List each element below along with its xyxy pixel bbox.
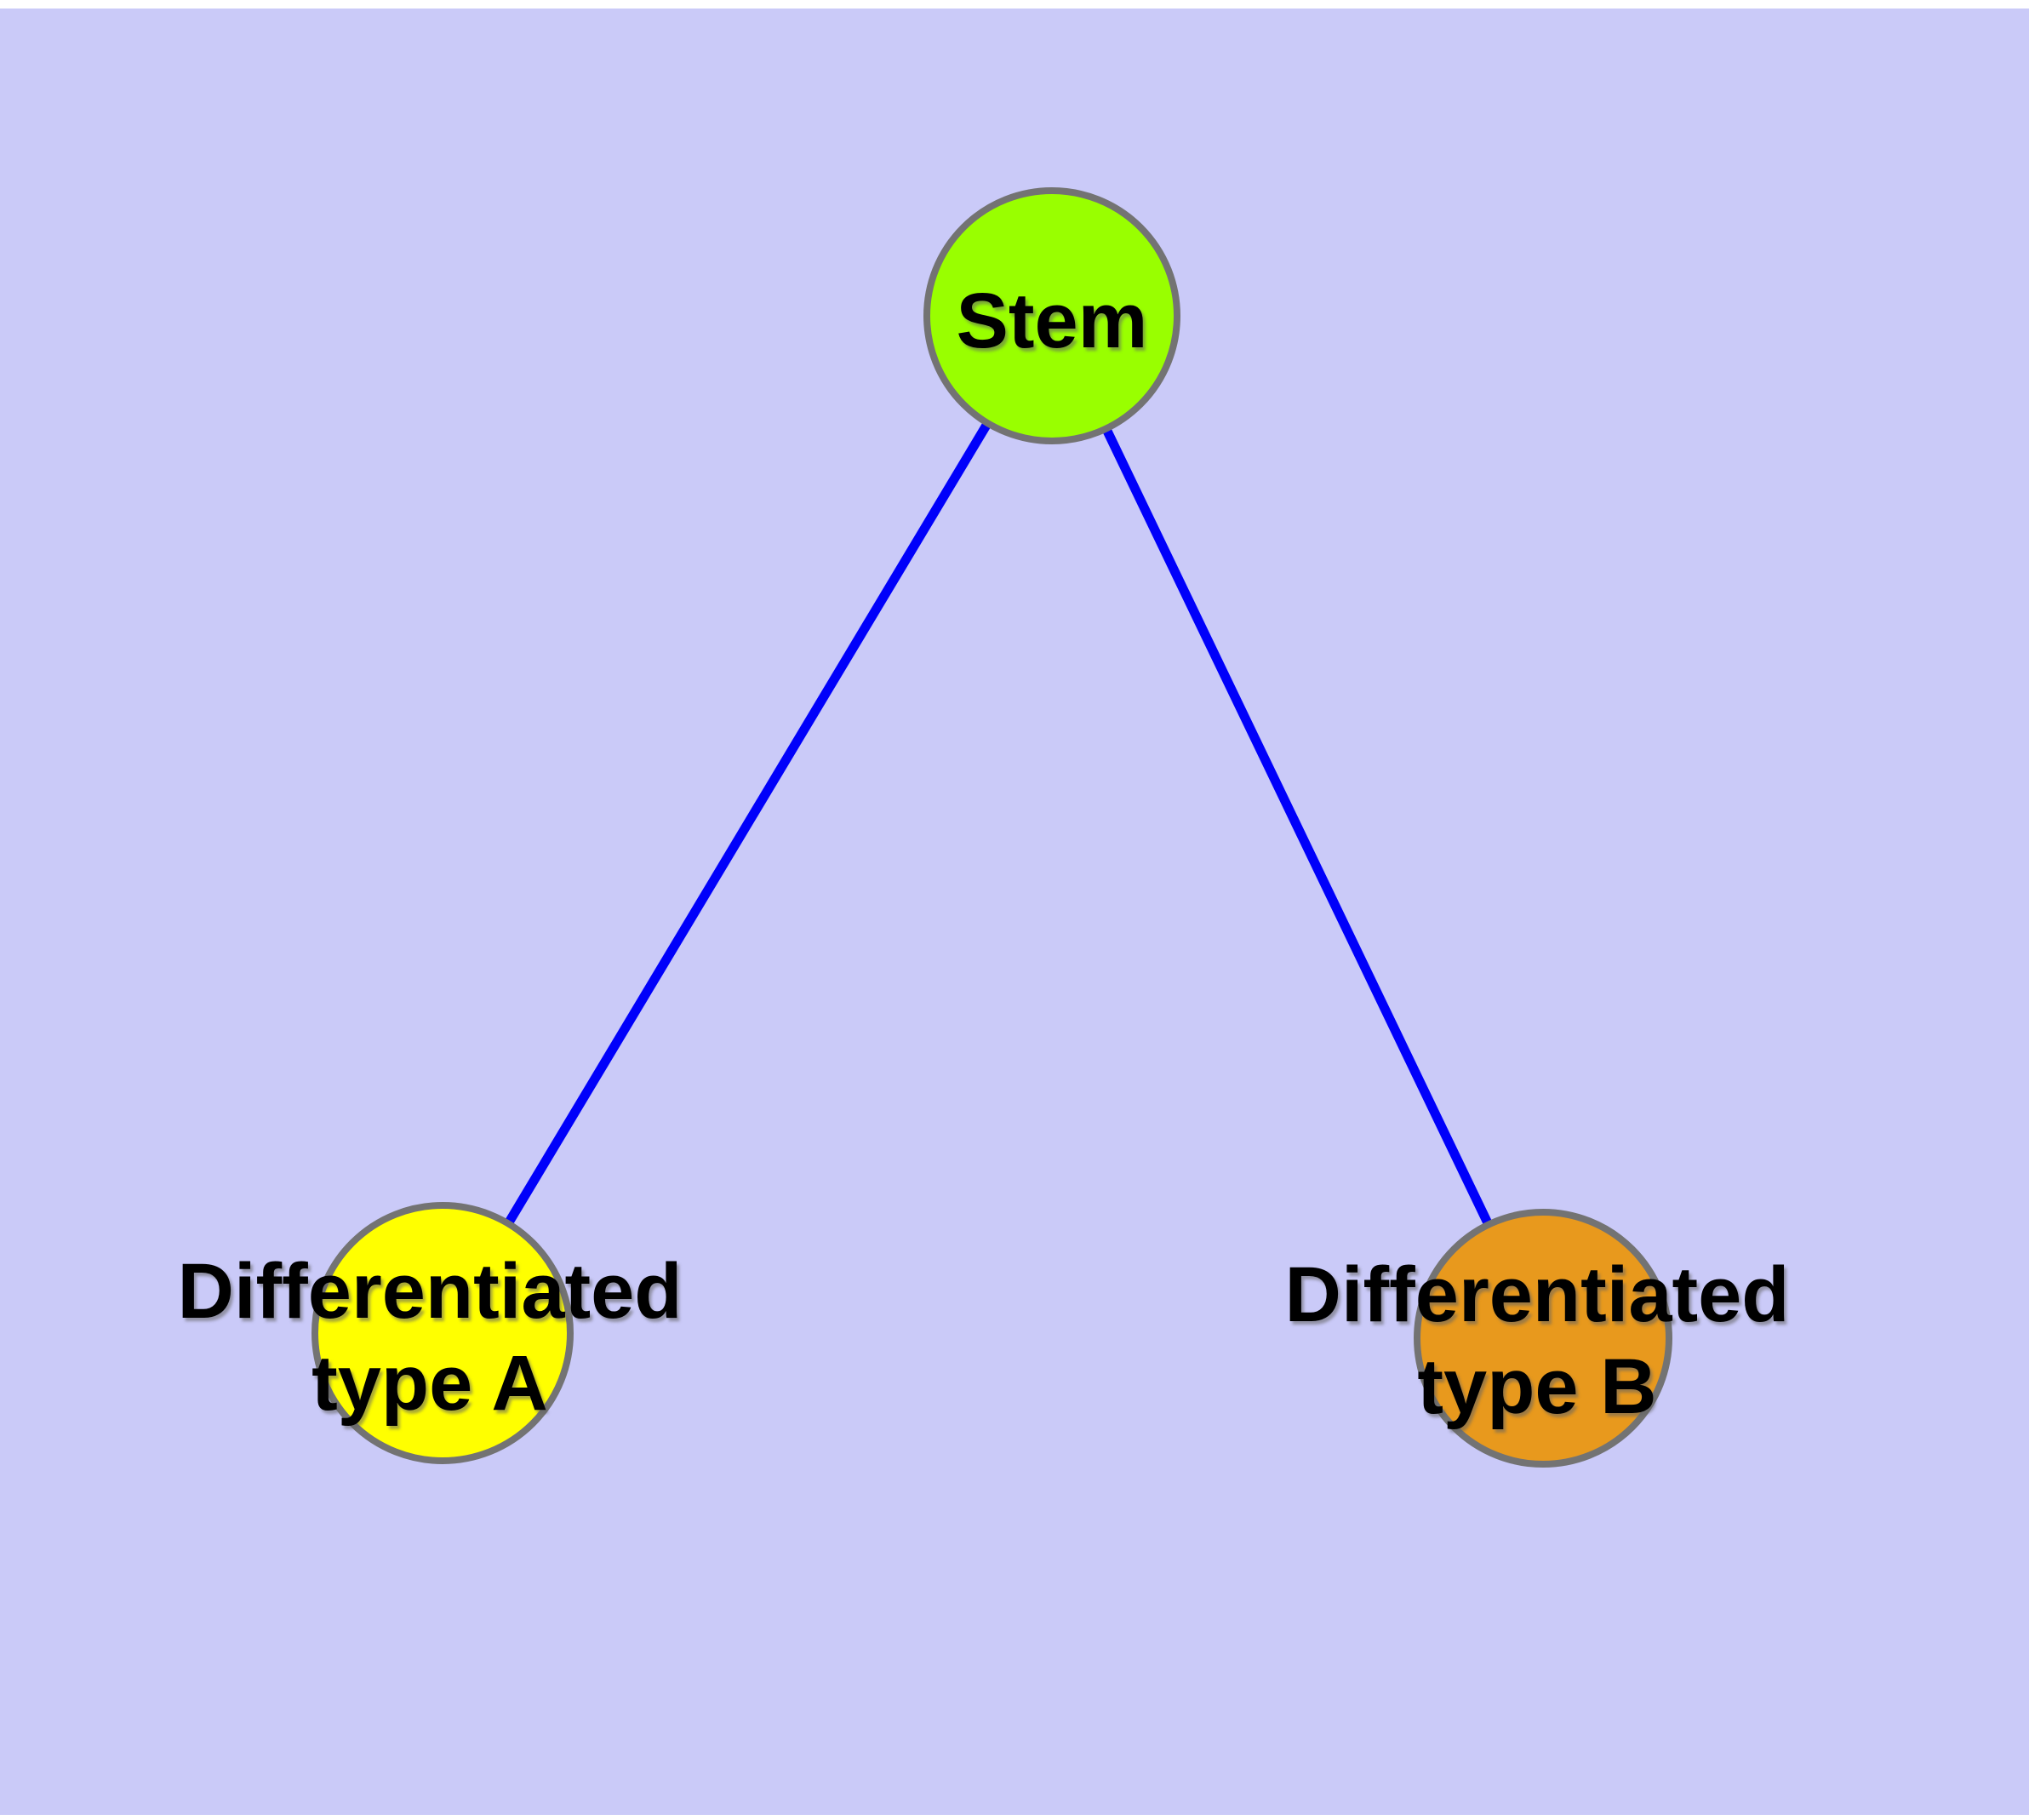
type-b-label-line-2: type B xyxy=(1417,1343,1656,1430)
edge-stem-to-type-b xyxy=(1048,313,1547,1341)
node-stem: Stem xyxy=(923,187,1180,444)
type-a-label-line-2: type A xyxy=(311,1340,548,1427)
type-a-label-line-1: Differentiated xyxy=(178,1248,683,1335)
type-b-circle xyxy=(1414,1209,1672,1468)
type-b-label-line-1: Differentiated xyxy=(1285,1251,1790,1338)
edge-stem-to-type-a xyxy=(438,313,1056,1336)
node-differentiated-type-a: Differentiated type A xyxy=(178,1202,683,1464)
node-differentiated-type-b: Differentiated type B xyxy=(1285,1209,1790,1468)
stem-label: Stem xyxy=(957,278,1148,364)
type-a-circle xyxy=(311,1202,574,1464)
stem-circle xyxy=(923,187,1180,444)
